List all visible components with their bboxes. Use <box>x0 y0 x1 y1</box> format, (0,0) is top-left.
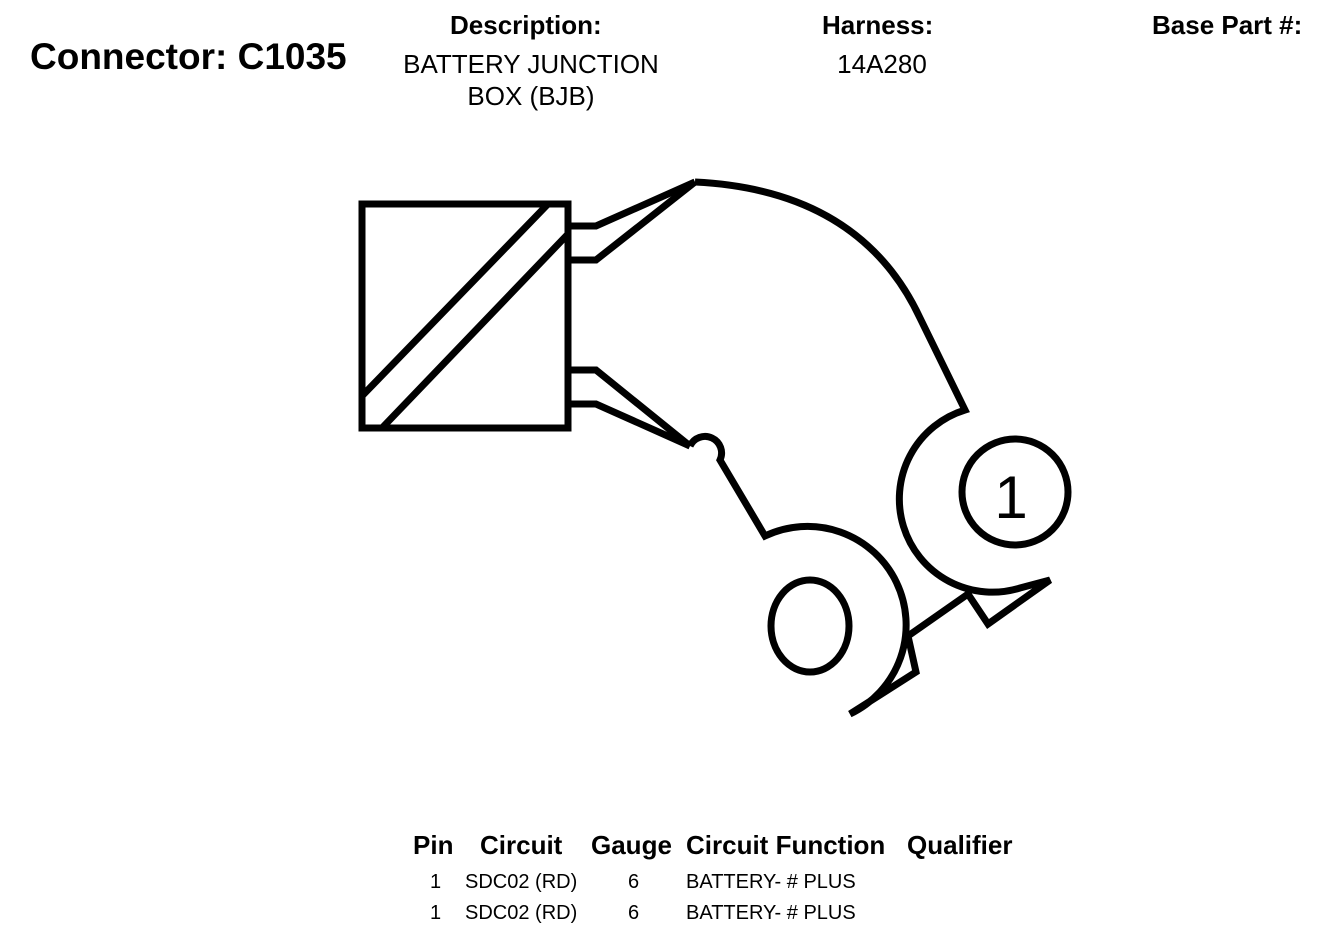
description-label: Description: <box>450 10 602 40</box>
harness-value: 14A280 <box>837 49 927 79</box>
pin-circle <box>958 435 1072 549</box>
base-part-label: Base Part #: <box>1152 10 1303 40</box>
connector-stripe-lower <box>379 231 571 431</box>
connector-title: Connector: C1035 <box>30 36 347 77</box>
wire-upper-a <box>568 178 697 230</box>
wire-lower-b <box>568 400 692 450</box>
description-line-2: BOX (BJB) <box>467 81 595 111</box>
row-pin: 1 <box>430 902 442 924</box>
column-header-pin: Pin <box>413 830 454 860</box>
wire-lower-a <box>568 366 693 449</box>
column-header-qualifier: Qualifier <box>907 830 1013 860</box>
row-gauge: 6 <box>628 871 640 893</box>
description-line-1: BATTERY JUNCTION <box>403 49 659 79</box>
column-header-circuit-function: Circuit Function <box>686 830 886 860</box>
column-header-gauge: Gauge <box>591 830 672 860</box>
mounting-hole <box>767 576 853 676</box>
connector-body <box>358 200 572 432</box>
terminal-outline <box>686 178 1053 718</box>
row-pin: 1 <box>430 871 442 893</box>
harness-label: Harness: <box>822 10 934 40</box>
row-function: BATTERY- # PLUS <box>686 902 856 924</box>
row-circuit: SDC02 (RD) <box>465 902 578 924</box>
row-function: BATTERY- # PLUS <box>686 871 856 893</box>
pin-number: 1 <box>994 464 1027 531</box>
connector-stripe-upper <box>359 201 551 399</box>
column-header-circuit: Circuit <box>480 830 563 860</box>
row-circuit: SDC02 (RD) <box>465 871 578 893</box>
description-value: BATTERY JUNCTION BOX (BJB) <box>392 48 670 112</box>
row-gauge: 6 <box>628 902 640 924</box>
wire-upper-b <box>568 179 698 264</box>
